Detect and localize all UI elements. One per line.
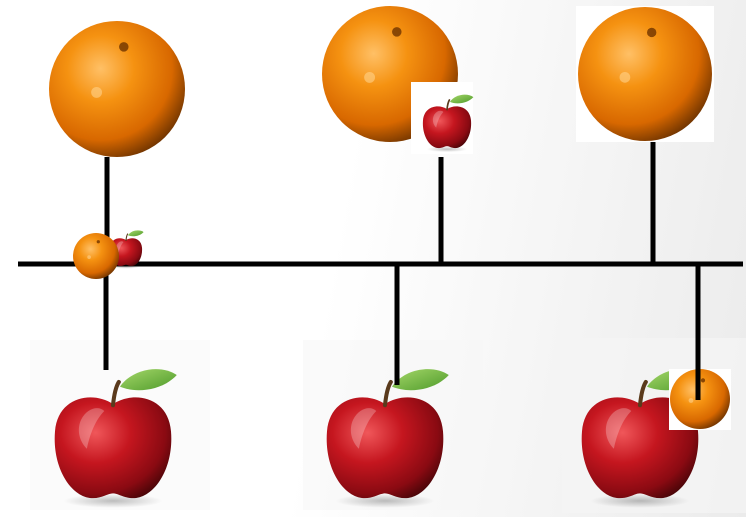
top-item-2-apple-overlay: [411, 82, 473, 154]
orange-icon: [73, 233, 119, 279]
mid-item-orange-apple-pair-icon: [73, 230, 144, 279]
timeline: [18, 142, 743, 400]
bottom-item-1-apple-icon: [30, 340, 210, 510]
top-item-1-orange-icon: [49, 21, 185, 157]
top-item-3-orange-icon: [576, 6, 714, 142]
bottom-item-2-apple-icon: [303, 340, 483, 510]
